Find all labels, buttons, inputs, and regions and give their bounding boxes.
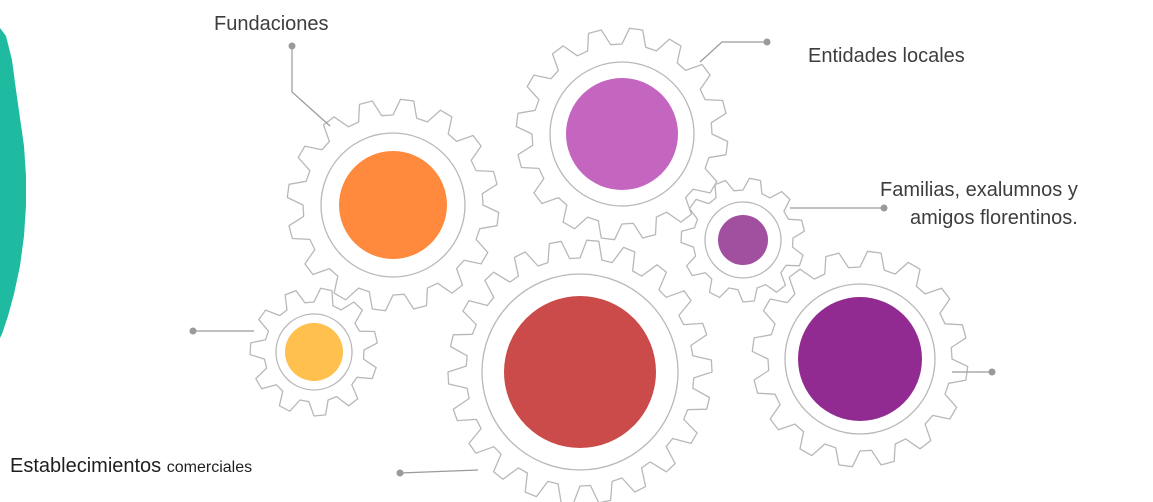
label-establecimientos-rest: comerciales [166, 459, 253, 476]
connector-entidades-locales-dot [763, 38, 771, 46]
connector-right-dot [988, 368, 996, 376]
label-familias: Familias, exalumnos y amigos florentinos… [880, 176, 1078, 232]
gears-layer [249, 27, 969, 502]
label-establecimientos-main: Establecimientos [10, 455, 162, 477]
gear-large-bottom [447, 239, 713, 502]
teal-side-shape [0, 28, 26, 338]
label-familias-line1: Familias, exalumnos y [880, 179, 1078, 201]
connectors-layer [189, 38, 996, 477]
connector-familias-dot [880, 204, 888, 212]
connector-establecimientos-bottom [399, 469, 479, 474]
gear-entidades-locales [515, 27, 729, 241]
gear-large-bottom-fill-circle [504, 296, 656, 448]
label-establecimientos-comerciales: Establecimientos comerciales [10, 454, 252, 479]
gear-fundaciones-ring [320, 132, 466, 278]
gear-large-bottom-ring [481, 273, 679, 471]
gear-familias-ring [704, 201, 782, 279]
connector-fundaciones [291, 46, 331, 127]
gear-familias [680, 177, 806, 303]
gear-establecimientos [249, 287, 378, 417]
gear-fundaciones-fill-circle [339, 151, 447, 259]
gear-right-fill-circle [798, 297, 922, 421]
gear-right-ring [784, 283, 936, 435]
gear-right [751, 250, 969, 468]
gear-fundaciones [286, 98, 500, 312]
label-familias-line2: amigos florentinos. [909, 207, 1078, 229]
connector-entidades-locales [699, 41, 767, 63]
gear-entidades-locales-fill-circle [566, 78, 678, 190]
label-fundaciones: Fundaciones [214, 13, 329, 35]
connector-establecimientos-bottom-dot [396, 469, 404, 477]
gear-entidades-locales-ring [549, 61, 695, 207]
gear-establecimientos-ring [275, 313, 353, 391]
label-entidades-locales: Entidades locales [808, 45, 965, 67]
connector-fundaciones-dot [288, 42, 296, 50]
gear-familias-fill-circle [718, 215, 768, 265]
connector-establecimientos-dot [189, 327, 197, 335]
gear-establecimientos-fill-circle [285, 323, 343, 381]
